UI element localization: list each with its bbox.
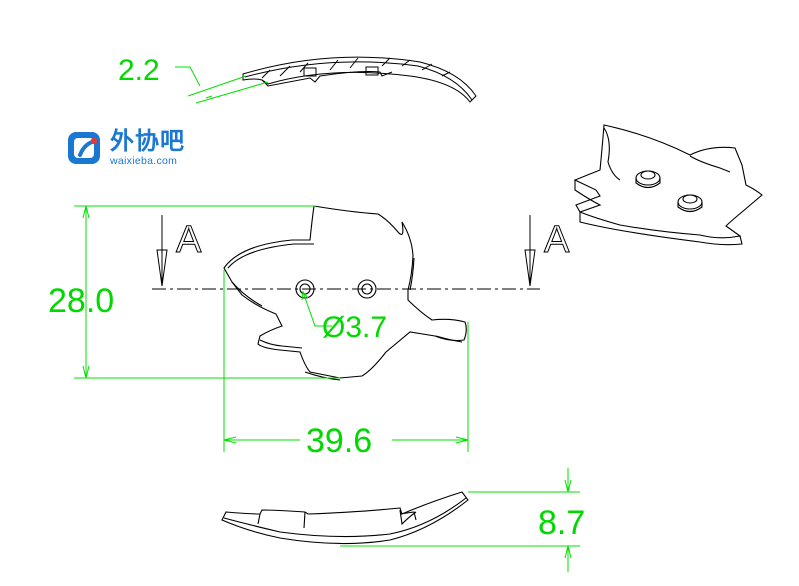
thickness-label: 2.2: [118, 54, 160, 87]
thickness-dimension: [175, 66, 269, 104]
section-arrow-left: [156, 215, 168, 287]
side-height-label: 8.7: [538, 504, 585, 542]
logo-domain: waixieba.com: [110, 155, 178, 168]
hole-dimension: [301, 290, 332, 327]
section-label-right: A: [544, 219, 570, 261]
width-label: 39.6: [306, 422, 372, 460]
height-label: 28.0: [48, 282, 114, 320]
side-height-dimension: [340, 468, 580, 572]
top-profile-view: [242, 56, 477, 103]
front-leaf-view: [223, 205, 467, 381]
isometric-view: [573, 124, 763, 246]
logo-mark-icon: [68, 132, 100, 164]
section-arrow-right: [524, 215, 536, 287]
waixieba-logo: 外协吧 waixieba.com: [66, 125, 185, 171]
side-view: [221, 491, 469, 545]
height-dimension: [74, 205, 340, 379]
width-dimension: [223, 270, 469, 452]
logo-name: 外协吧: [110, 127, 185, 156]
hole-label: Ø3.7: [322, 311, 387, 344]
section-label-left: A: [176, 219, 202, 261]
